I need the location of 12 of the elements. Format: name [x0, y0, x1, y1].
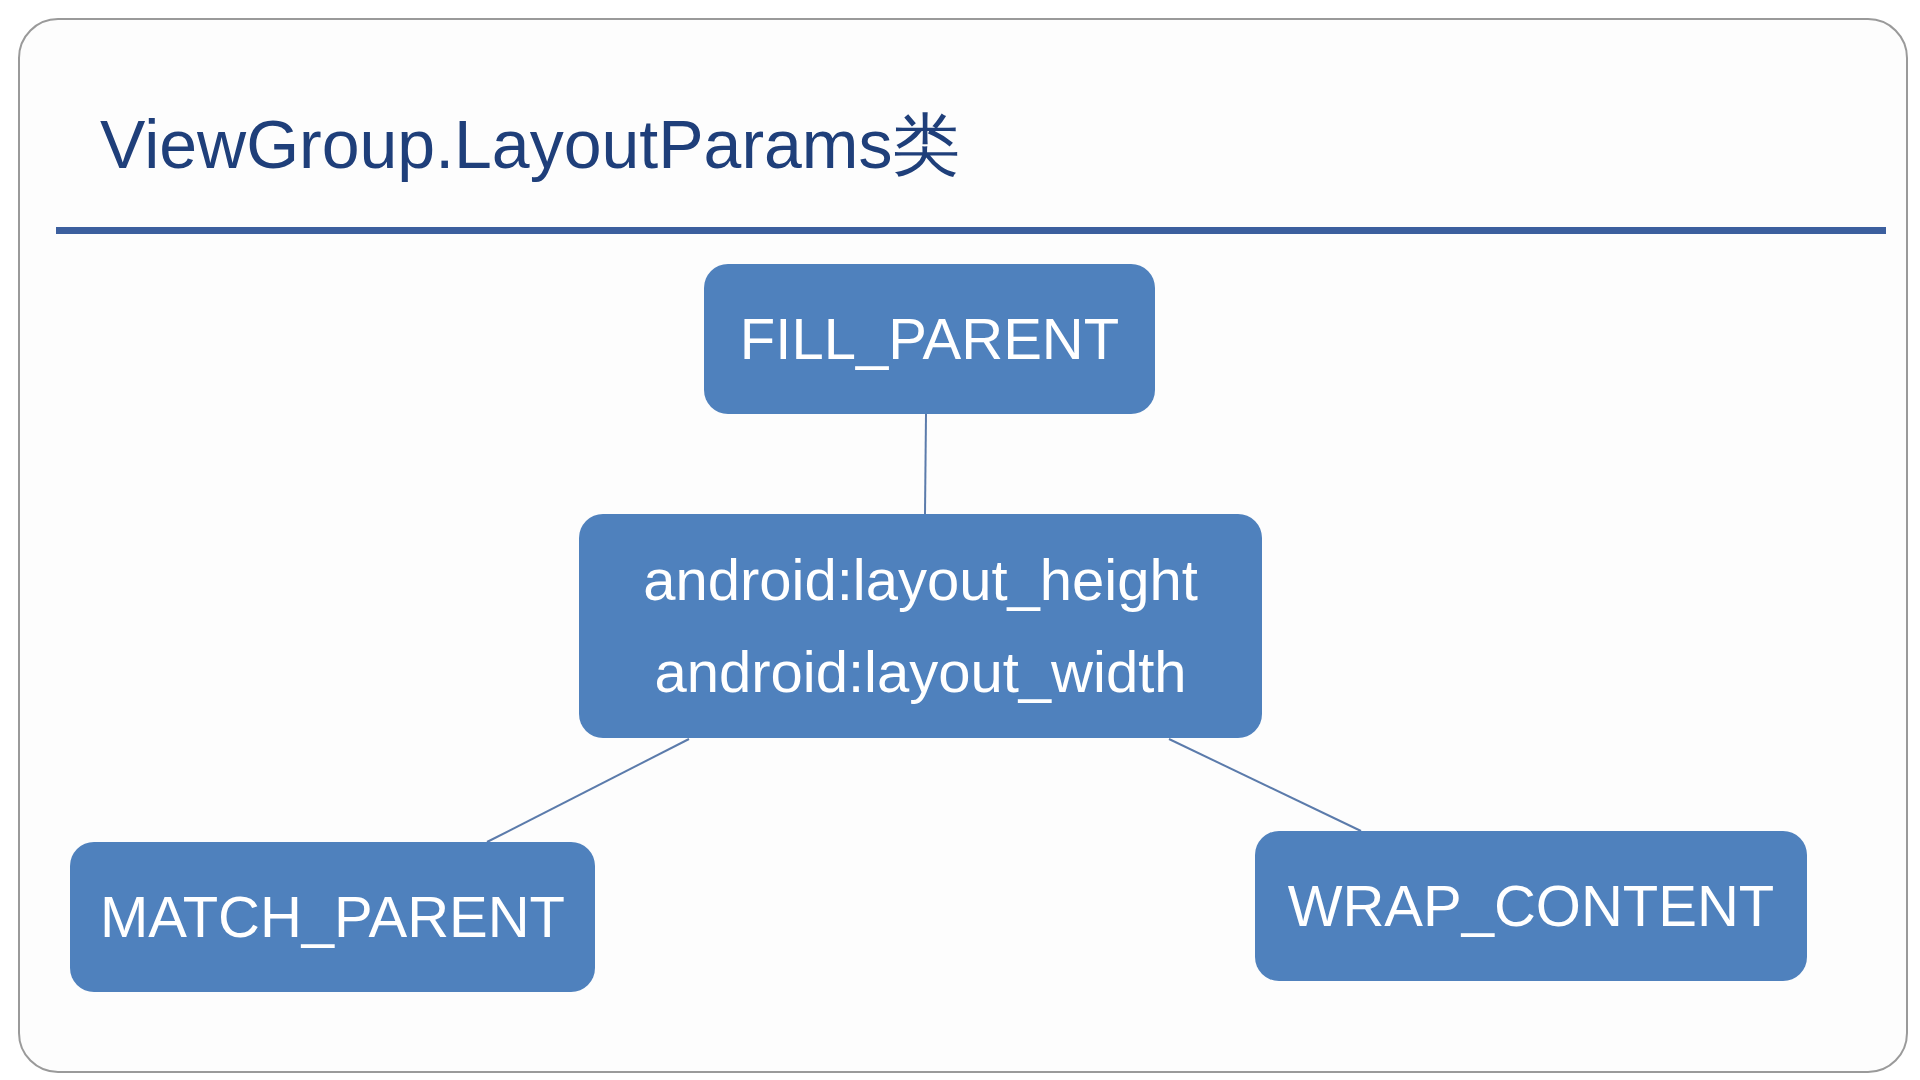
rounded-box [579, 514, 1262, 738]
connector-line [486, 738, 690, 843]
box-label: WRAP_CONTENT [1287, 874, 1775, 938]
box-label: android:layout_height [643, 548, 1198, 612]
connector-line [924, 413, 927, 515]
box-label: FILL_PARENT [739, 307, 1120, 371]
box-label: android:layout_width [654, 640, 1187, 704]
rounded-box [1255, 831, 1807, 981]
box-label: MATCH_PARENT [99, 885, 566, 949]
rounded-box [704, 264, 1155, 414]
connector-line [1168, 738, 1362, 832]
rounded-box [70, 842, 595, 992]
